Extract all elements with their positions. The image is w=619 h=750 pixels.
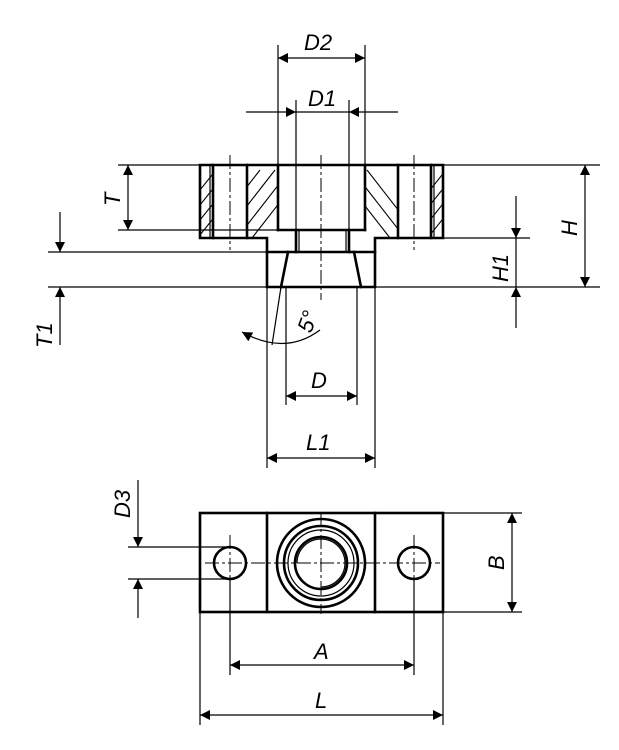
label-D2: D2 xyxy=(304,30,332,55)
dimension-D: D xyxy=(285,287,358,405)
label-A: A xyxy=(312,639,329,664)
label-D1: D1 xyxy=(308,86,336,111)
dimension-T: T xyxy=(100,164,278,231)
section-hatching xyxy=(200,165,443,238)
label-T: T xyxy=(100,191,125,206)
dimension-A: A xyxy=(229,580,415,675)
dimension-angle: 5° xyxy=(241,286,323,346)
label-H: H xyxy=(557,220,582,236)
dimension-L1: L1 xyxy=(266,287,376,468)
dimension-D3: D3 xyxy=(110,480,230,618)
label-L1: L1 xyxy=(306,430,330,455)
label-D3: D3 xyxy=(110,489,135,518)
dimension-H: H xyxy=(375,164,600,288)
dimension-H1: H1 xyxy=(443,196,530,328)
label-L: L xyxy=(315,688,327,713)
label-H1: H1 xyxy=(488,254,513,282)
dimension-D2: D2 xyxy=(277,30,366,165)
dimension-D1: D1 xyxy=(246,86,398,230)
section-view xyxy=(198,155,445,300)
label-B: B xyxy=(484,555,509,570)
label-T1: T1 xyxy=(32,322,57,348)
label-D: D xyxy=(311,368,327,393)
dimension-T1: T1 xyxy=(32,212,267,348)
dimension-B: B xyxy=(443,512,522,613)
dimension-L: L xyxy=(199,612,444,725)
top-view xyxy=(198,511,445,614)
